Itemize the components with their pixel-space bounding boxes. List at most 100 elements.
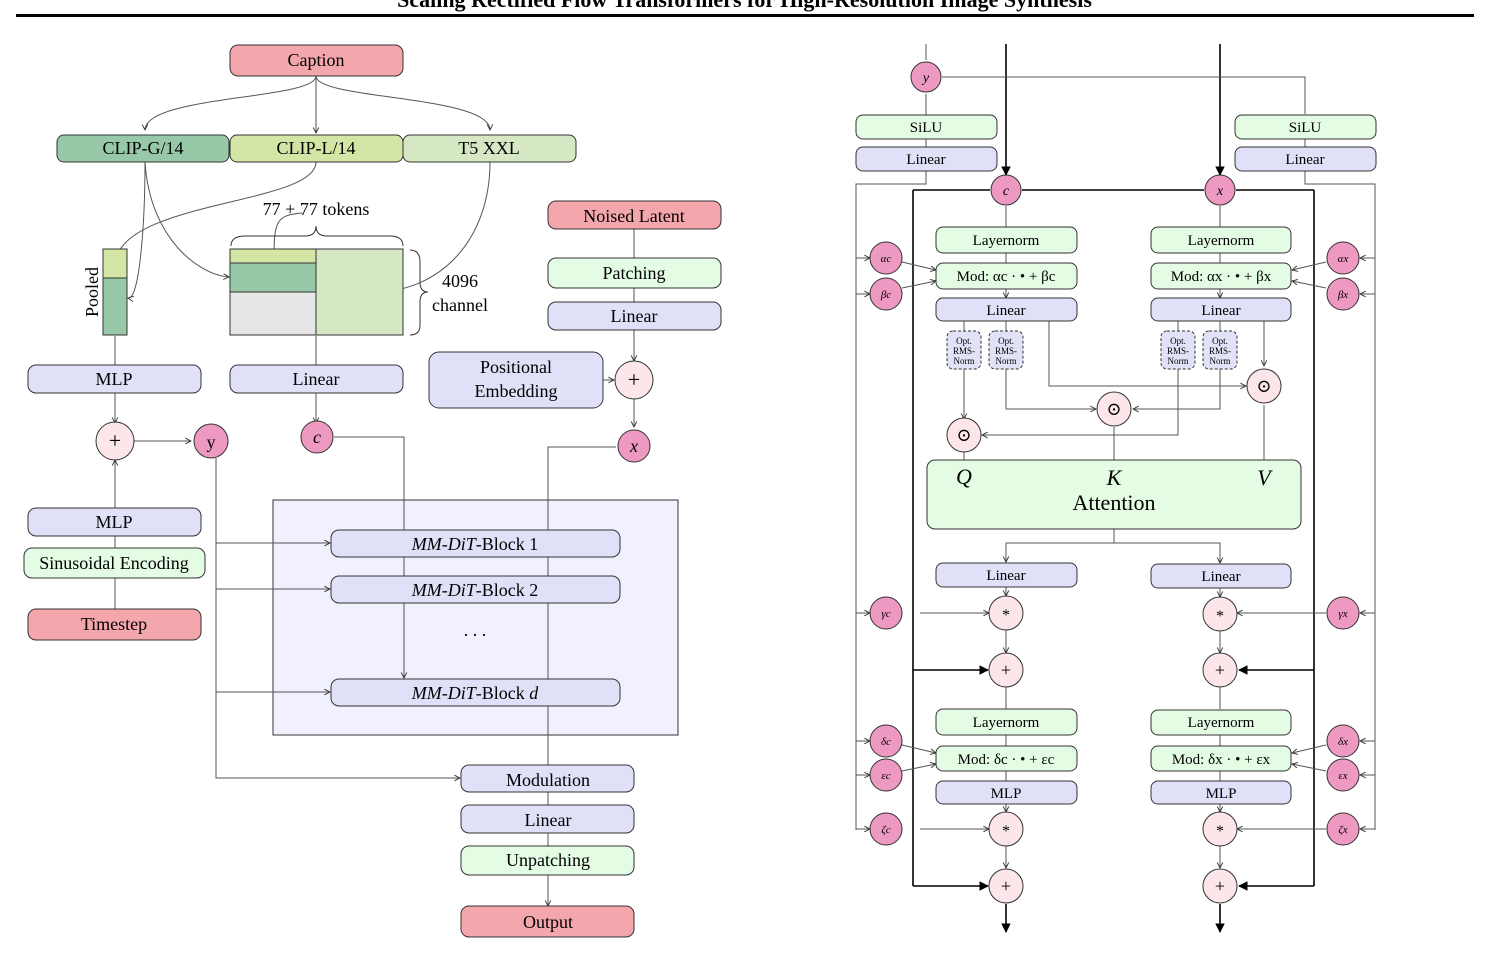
y-input-label: y (921, 71, 930, 86)
text-linear-label: Linear (293, 369, 340, 389)
patching-label: Patching (603, 263, 666, 283)
qkv-linear-c-box (935, 297, 1078, 322)
gamma-c-node (869, 596, 903, 630)
adaln-linear-c-label: Linear (906, 152, 945, 168)
layernorm-x2-box (1150, 709, 1292, 736)
mlp-x-box (1150, 780, 1292, 805)
residual1-c-symbol: + (1001, 660, 1011, 680)
layernorm-c1-label: Layernorm (973, 233, 1040, 249)
clip-g-box (56, 134, 230, 163)
odot-v-node (1246, 368, 1282, 404)
x-node (617, 429, 651, 463)
time-mlp-box (27, 507, 202, 537)
silu-x-box (1234, 114, 1377, 140)
rms-kc-line2: RMS- (995, 346, 1017, 356)
silu-c-label: SiLU (910, 120, 943, 136)
unpatching-box (460, 845, 635, 876)
latent-sum-symbol: + (628, 367, 640, 392)
output-linear-box (460, 804, 635, 834)
mod-c1-label: Mod: αc · • + βc (957, 269, 1056, 285)
positional-embedding-box (428, 351, 604, 409)
qkv-linear-c-label: Linear (986, 303, 1025, 319)
mlp-c-box (935, 780, 1078, 805)
layernorm-c2-box (935, 708, 1078, 736)
out-linear-x-box (1150, 563, 1292, 589)
alpha-c-label: αc (881, 253, 892, 265)
residual1-x-symbol: + (1215, 660, 1225, 680)
layernorm-x1-label: Layernorm (1188, 233, 1255, 249)
token-grid (229, 248, 404, 336)
pooled-sum-node (95, 421, 135, 461)
gate2-x-symbol: * (1216, 823, 1224, 840)
x-input-label: x (1216, 184, 1224, 199)
rms-norm-qc (946, 330, 982, 370)
block-2-label: MM-DiT-Block 2 (411, 580, 539, 600)
delta-c-label: δc (881, 736, 891, 748)
epsilon-x-node (1326, 758, 1360, 792)
gate2-c-node (988, 811, 1024, 847)
rms-norm-kx (1202, 330, 1238, 370)
gate1-c-node (988, 595, 1024, 631)
rms-kx-line2: RMS- (1209, 346, 1231, 356)
adaln-linear-x-box (1234, 146, 1377, 172)
tokens-label: 77 + 77 tokens (263, 199, 370, 219)
rms-qc-line3: Norm (954, 356, 975, 366)
zeta-c-label: ζc (881, 824, 890, 836)
c-node-label: c (313, 427, 321, 447)
pooled-label: Pooled (82, 267, 102, 317)
silu-x-label: SiLU (1289, 120, 1322, 136)
mod-c1-box (935, 262, 1078, 290)
rms-kc-line1: Opt. (998, 336, 1014, 346)
residual2-x-symbol: + (1215, 876, 1225, 896)
gate2-x-node (1202, 811, 1238, 847)
rms-norm-qx (1160, 330, 1196, 370)
latent-sum-node (614, 360, 654, 400)
header-rule (16, 14, 1474, 17)
zeta-x-label: ζx (1338, 824, 1347, 836)
positional-label-line2: Embedding (475, 381, 558, 401)
modulation-label: Modulation (506, 770, 590, 790)
page-title: Scaling Rectified Flow Transformers for … (0, 0, 1489, 13)
residual1-x-node (1202, 652, 1238, 688)
beta-x-node (1326, 277, 1360, 311)
pooled-mlp-box (27, 364, 202, 394)
gate1-c-symbol: * (1002, 607, 1010, 624)
caption-label: Caption (288, 50, 345, 70)
rms-qx-line3: Norm (1168, 356, 1189, 366)
clip-l-label: CLIP-L/14 (277, 138, 356, 158)
alpha-c-node (869, 241, 903, 275)
patching-box (547, 257, 722, 289)
mlp-c-label: MLP (991, 786, 1022, 802)
timestep-box (27, 608, 202, 641)
epsilon-c-label: εc (881, 770, 890, 782)
mod-x2-box (1150, 745, 1292, 772)
residual2-c-symbol: + (1001, 876, 1011, 896)
rms-kx-line1: Opt. (1212, 336, 1228, 346)
beta-c-node (869, 277, 903, 311)
latent-linear-box (547, 301, 722, 331)
modulation-box (460, 764, 635, 793)
mmdit-block-1 (330, 529, 621, 558)
qkv-linear-x-box (1150, 297, 1292, 322)
y-node (193, 423, 229, 459)
rms-qc-line2: RMS- (953, 346, 975, 356)
odot-v-symbol: ⊙ (1256, 376, 1271, 396)
channel-brace (409, 249, 429, 336)
beta-c-label: βc (880, 289, 891, 301)
time-mlp-label: MLP (95, 512, 132, 532)
alpha-x-label: αx (1338, 253, 1349, 265)
odot-q-symbol: ⊙ (956, 425, 971, 445)
positional-label-line1: Positional (480, 357, 552, 377)
mod-c2-label: Mod: δc · • + εc (958, 752, 1055, 768)
caption-box (229, 44, 404, 77)
beta-x-label: βx (1337, 289, 1348, 301)
block-1-label: MM-DiT-Block 1 (411, 534, 539, 554)
output-linear-label: Linear (525, 810, 572, 830)
text-linear-box (229, 364, 404, 394)
gate1-x-symbol: * (1216, 608, 1224, 625)
attention-box (926, 459, 1302, 530)
pooled-bar (102, 248, 128, 336)
delta-c-node (869, 724, 903, 758)
sinusoidal-label: Sinusoidal Encoding (39, 553, 189, 573)
y-node-label: y (207, 432, 216, 452)
